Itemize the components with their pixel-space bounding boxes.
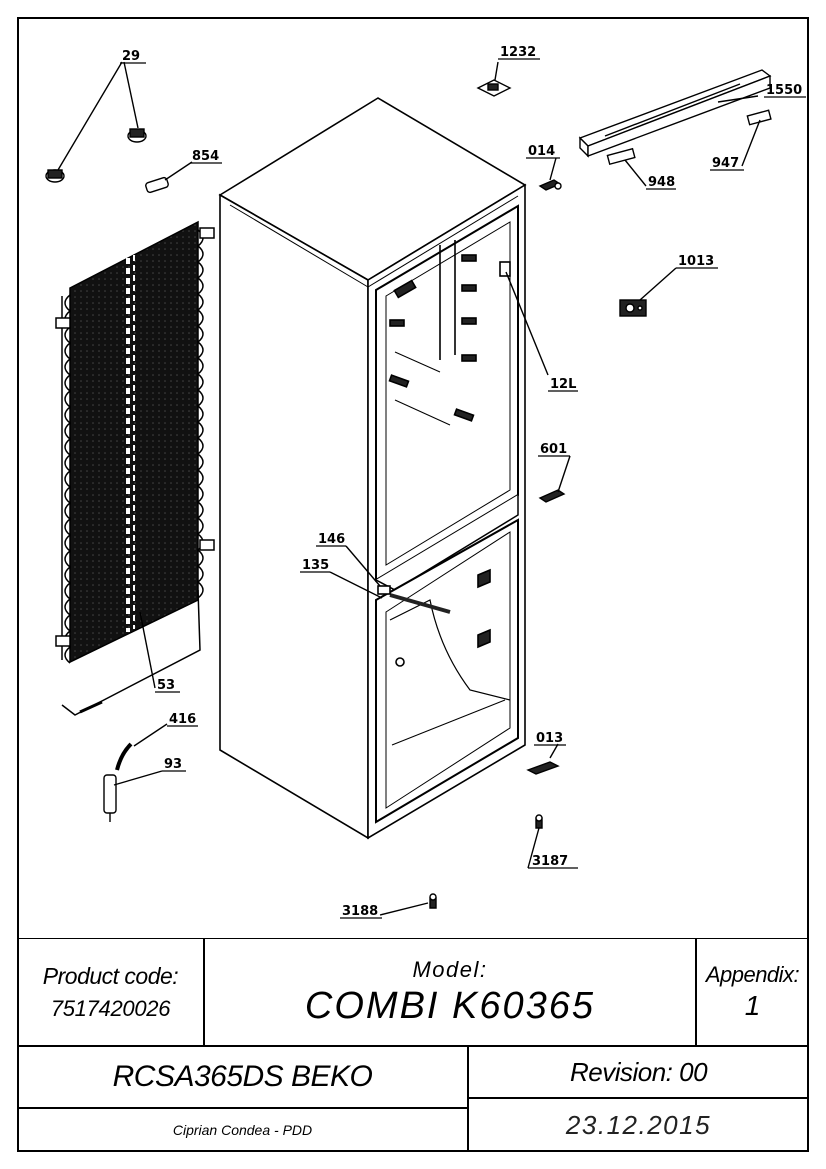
drawing-sheet-border xyxy=(17,17,809,1152)
part-854 xyxy=(145,161,193,194)
label-416: 416 xyxy=(169,712,196,727)
label-12L: 12L xyxy=(550,377,576,392)
part-013 xyxy=(526,743,560,775)
part-947 xyxy=(741,109,772,167)
label-3188: 3188 xyxy=(342,904,378,919)
appendix-value: 1 xyxy=(744,990,761,1021)
part-93 xyxy=(103,770,163,822)
freezer-compartment xyxy=(375,204,519,591)
label-854: 854 xyxy=(192,149,219,164)
date-cell: 23.12.2015 xyxy=(468,1098,809,1152)
fridge-compartment xyxy=(375,518,519,824)
part-29-feet xyxy=(45,61,147,183)
label-53: 53 xyxy=(157,678,175,693)
label-146: 146 xyxy=(318,532,345,547)
date: 23.12.2015 xyxy=(565,1109,712,1140)
part-1232 xyxy=(476,61,512,97)
label-948: 948 xyxy=(648,175,675,190)
part-1550-handle xyxy=(578,69,772,158)
label-29: 29 xyxy=(122,49,140,64)
label-1232: 1232 xyxy=(500,45,536,60)
part-12L xyxy=(505,271,549,376)
product-code-label: Product code: xyxy=(42,962,179,989)
product-name-cell: RCSA365DS BEKO xyxy=(17,1046,468,1108)
model-label: Model: xyxy=(412,956,488,982)
appendix-cell: Appendix: 1 xyxy=(696,938,809,1046)
product-code-cell: Product code: 7517420026 xyxy=(17,938,204,1046)
label-93: 93 xyxy=(164,757,182,772)
model-value: COMBI K60365 xyxy=(304,984,596,1027)
label-947: 947 xyxy=(712,156,739,171)
label-1013: 1013 xyxy=(678,254,714,269)
author-cell: Ciprian Condea - PDD xyxy=(17,1108,468,1152)
part-948 xyxy=(606,147,647,187)
label-014: 014 xyxy=(528,144,555,159)
condenser-coils-left xyxy=(61,294,72,664)
refrigerator-cabinet xyxy=(218,97,527,840)
revision-cell: Revision: 00 xyxy=(468,1046,809,1098)
condenser-coils-right xyxy=(196,229,204,599)
label-3187: 3187 xyxy=(532,854,568,869)
condenser-53 xyxy=(55,220,215,716)
product-code-value: 7517420026 xyxy=(50,995,171,1021)
part-53-leader xyxy=(139,611,156,689)
revision: Revision: 00 xyxy=(569,1056,708,1087)
part-146-135 xyxy=(329,545,383,599)
part-1013 xyxy=(619,267,677,317)
model-cell: Model: COMBI K60365 xyxy=(204,938,696,1046)
label-601: 601 xyxy=(540,442,567,457)
label-1550: 1550 xyxy=(766,83,802,98)
label-013: 013 xyxy=(536,731,563,746)
part-3188 xyxy=(379,893,437,916)
author: Ciprian Condea - PDD xyxy=(172,1122,313,1138)
part-3187 xyxy=(527,814,543,869)
part-416 xyxy=(115,723,168,771)
product-name: RCSA365DS BEKO xyxy=(112,1060,373,1093)
label-135: 135 xyxy=(302,558,329,573)
appendix-label: Appendix: xyxy=(705,962,800,987)
exploded-parts-diagram: 29 854 1232 1550 014 948 947 1013 12L 60… xyxy=(45,45,806,919)
part-601 xyxy=(538,455,571,503)
part-014 xyxy=(538,157,562,191)
title-block: Product code: 7517420026 Model: COMBI K6… xyxy=(17,938,809,1152)
